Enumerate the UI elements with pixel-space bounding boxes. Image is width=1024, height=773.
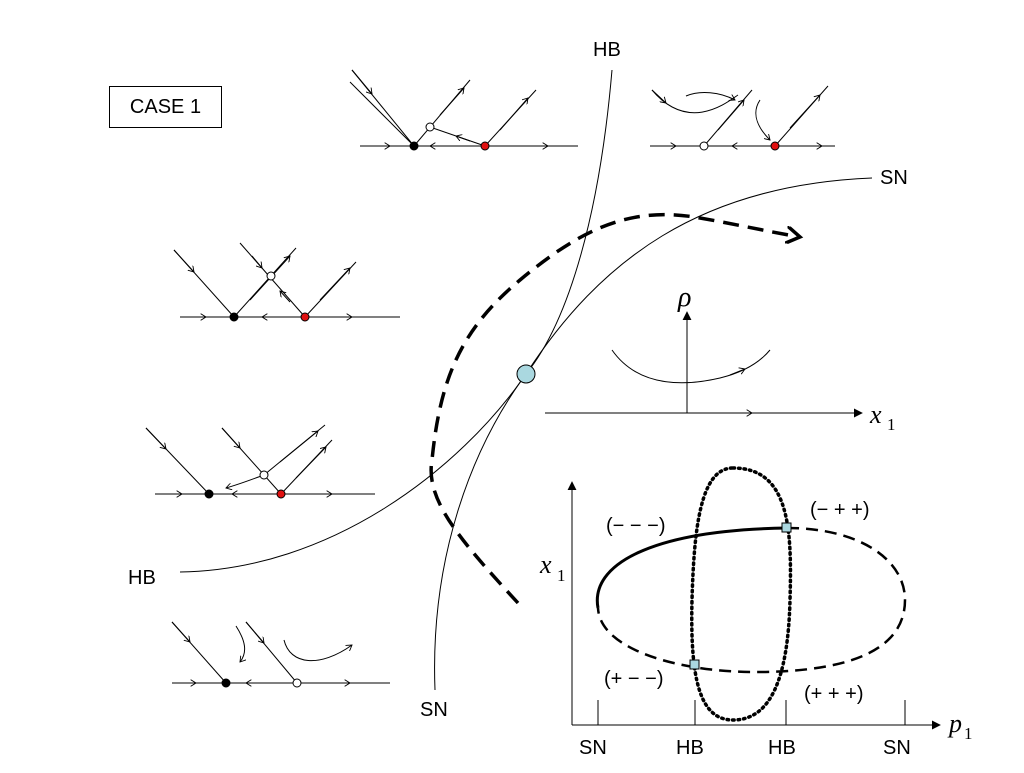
saddle-node xyxy=(292,678,302,688)
region-label-mmm: (− − −) xyxy=(606,515,665,537)
phase-portrait-top-right xyxy=(650,85,835,151)
plot-y-label: x xyxy=(539,550,552,579)
critical-point xyxy=(516,364,536,384)
plot-y-subscript: 1 xyxy=(557,566,566,585)
intersection-marker-lower xyxy=(689,659,700,670)
phase-portrait-left-lower xyxy=(145,424,375,499)
rho-x1-inset: ρ x 1 xyxy=(545,282,896,434)
red-node xyxy=(770,141,780,151)
ellipse-solid-arc xyxy=(595,526,788,609)
saddle-node xyxy=(699,141,709,151)
phase-portrait-top-middle xyxy=(349,69,578,151)
saddle-node xyxy=(266,271,276,281)
rho-label: ρ xyxy=(677,282,691,313)
phase-portrait-left-middle xyxy=(173,242,400,322)
ellipse-plot: (− − −) (− + +) (+ − −) (+ + +) SN HB HB… xyxy=(539,466,973,759)
plot-x-subscript: 1 xyxy=(964,724,973,743)
red-node xyxy=(480,141,490,151)
stable-node xyxy=(409,141,419,151)
phase-portrait-bottom-left xyxy=(171,621,390,688)
red-node xyxy=(300,312,310,322)
x1-subscript: 1 xyxy=(887,415,896,434)
saddle-node xyxy=(425,122,435,132)
saddle-node xyxy=(259,470,269,480)
label-sn-right: SN xyxy=(880,167,908,189)
inset-orbit xyxy=(611,349,771,384)
stable-node xyxy=(204,489,214,499)
region-label-pmm: (+ − −) xyxy=(604,668,663,690)
stable-node xyxy=(229,312,239,322)
ellipse-dashed-arc xyxy=(596,526,907,674)
tick-label-hb-2: HB xyxy=(768,737,796,759)
dotted-ellipse xyxy=(690,466,793,722)
sn-curve-upper xyxy=(525,177,873,375)
sn-curve-lower xyxy=(434,373,527,691)
intersection-marker-upper xyxy=(781,522,792,533)
label-sn-bottom: SN xyxy=(420,699,448,721)
label-hb-top: HB xyxy=(593,39,621,61)
hb-curve-vertical xyxy=(525,69,613,375)
region-label-ppp: (+ + +) xyxy=(804,683,863,705)
tick-label-hb-1: HB xyxy=(676,737,704,759)
case-label: CASE 1 xyxy=(109,86,222,128)
plot-x-label: p xyxy=(947,709,962,738)
label-hb-left: HB xyxy=(128,567,156,589)
x1-label: x xyxy=(869,400,882,429)
region-label-mpp: (− + +) xyxy=(810,499,869,521)
stable-node xyxy=(221,678,231,688)
tick-label-sn-left: SN xyxy=(579,737,607,759)
red-node xyxy=(276,489,286,499)
tick-label-sn-right: SN xyxy=(883,737,911,759)
dashed-trajectory xyxy=(429,212,800,605)
hb-curve-left xyxy=(179,373,527,573)
